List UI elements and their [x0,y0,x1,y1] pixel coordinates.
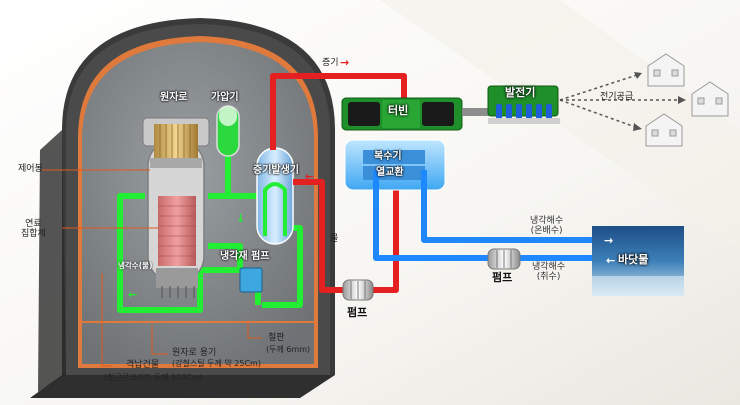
power-supply-lines [559,73,682,129]
svg-text:↑: ↑ [268,110,277,123]
seawater-pump-label: 펌프 [492,271,513,284]
svg-text:←: ← [270,299,279,312]
house-icon [647,53,685,87]
svg-text:→: → [340,56,349,69]
svg-text:↑: ↑ [317,224,326,237]
feedwater-pump-label: 펌프 [347,306,368,319]
svg-text:←: ← [128,288,137,301]
svg-text:→: → [167,303,176,316]
svg-text:→: → [604,234,613,247]
steam-generator-label: 증기발생기 [253,165,299,176]
heat-exchange-label: 열교환 [376,167,404,178]
reactor-label: 원자로 [160,92,188,103]
generator-label: 발전기 [505,86,536,99]
condenser [344,139,446,191]
seawater-pump [487,248,521,270]
sea-label: 바닷물 [618,253,649,266]
steel-plate-label: 철판 [268,333,285,343]
fuel-assembly-label: 연료 집합체 [21,219,46,240]
svg-text:↓: ↓ [392,192,401,205]
reactor-vessel [142,117,210,298]
steam-label: 증기 [322,58,339,68]
svg-text:←: ← [606,254,615,267]
steel-plate-detail: (두께 6mm) [266,345,311,354]
coolant-pump-label: 냉각재 펌프 [220,251,270,262]
house-icon [645,113,683,147]
steam-arrows: → ↓ ↑ ← ↑ ↓ [268,56,408,237]
cooling-arrows: ↑ ↓ [372,204,429,217]
containment-building [30,18,335,398]
leader-lines [42,169,262,367]
svg-text:↓: ↓ [236,212,245,225]
svg-text:←: ← [305,170,314,183]
water-label: 물 [330,234,339,244]
condenser-label: 복수기 [374,151,402,162]
sea [592,226,684,296]
svg-text:←: ← [133,190,142,203]
svg-text:↓: ↓ [399,80,408,93]
reactor-vessel-label: 원자로 용기 [172,348,217,358]
steam-line [270,73,407,293]
pressurizer-label: 가압기 [211,92,239,103]
containment-detail: (철근콘크리트 두께 120Cm) [104,373,203,382]
coolant-pump [239,267,263,293]
cooling-seawater-intake-label: 냉각해수 (취수) [532,262,566,283]
house-icon [691,81,729,117]
turbine [341,97,490,131]
steam-generator [256,147,294,245]
cooling-water-line [373,170,600,261]
svg-text:↑: ↑ [114,227,123,240]
coolant-water-label: 냉각수(물) [118,261,153,270]
containment-label: 격납건물 [126,360,160,370]
pressurizer [216,105,240,157]
reactor-vessel-detail: (강철스틸 두께 약 25Cm) [172,359,261,368]
generator [487,85,560,124]
power-supply-label: 전기공급 [600,92,634,102]
svg-text:↑: ↑ [372,204,381,217]
svg-text:↓: ↓ [420,204,429,217]
control-rod-label: 제어봉 [18,164,43,174]
feedwater-pump [342,279,374,301]
power-arrowheads [633,72,686,131]
cooling-seawater-warm-label: 냉각해수 (온배수) [530,216,564,237]
svg-text:←: ← [210,238,219,251]
turbine-label: 터빈 [388,104,409,117]
